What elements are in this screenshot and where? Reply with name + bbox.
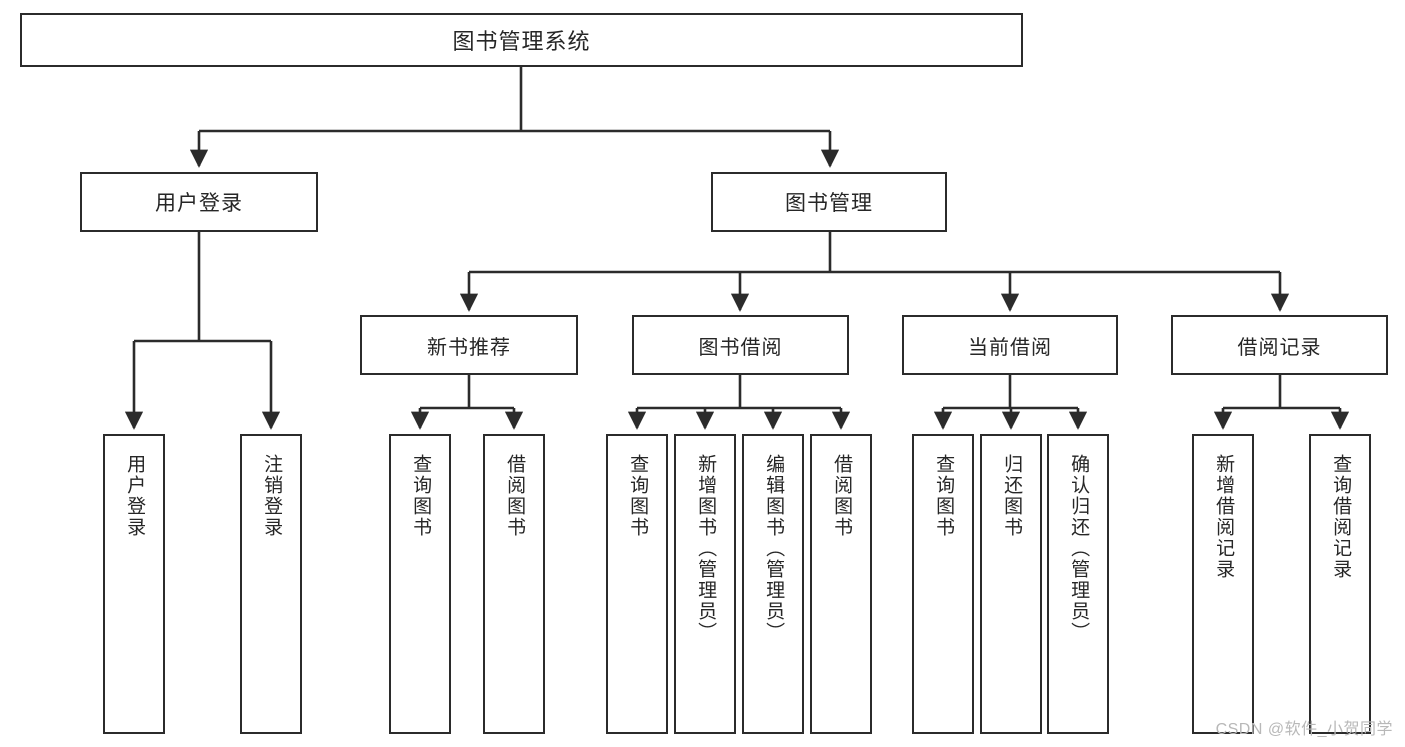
- node-leaf-user-logout[interactable]: 注销登录: [240, 434, 302, 734]
- node-book-borrow-label: 图书借阅: [698, 336, 783, 359]
- node-leaf-rec-borrow-book-label: 借阅图书: [504, 454, 526, 538]
- node-leaf-borrow-edit-book[interactable]: 编辑图书（管理员）: [742, 434, 804, 734]
- node-leaf-borrow-add-book[interactable]: 新增图书（管理员）: [674, 434, 736, 734]
- node-leaf-rec-borrow-book[interactable]: 借阅图书: [483, 434, 545, 734]
- node-leaf-user-logout-label: 注销登录: [261, 454, 283, 538]
- node-leaf-current-return-book[interactable]: 归还图书: [980, 434, 1042, 734]
- node-leaf-borrow-add-book-label: 新增图书（管理员）: [695, 454, 717, 643]
- node-leaf-user-login[interactable]: 用户登录: [103, 434, 165, 734]
- node-current-borrow-label: 当前借阅: [968, 336, 1052, 359]
- node-leaf-rec-query-book-label: 查询图书: [410, 454, 432, 538]
- node-user-login-label: 用户登录: [155, 192, 243, 215]
- node-borrow-record[interactable]: 借阅记录: [1171, 315, 1388, 375]
- node-leaf-current-confirm-return[interactable]: 确认归还（管理员）: [1047, 434, 1109, 734]
- node-leaf-borrow-query-book[interactable]: 查询图书: [606, 434, 668, 734]
- node-book-manage[interactable]: 图书管理: [711, 172, 947, 232]
- node-leaf-user-login-label: 用户登录: [124, 454, 146, 538]
- node-leaf-current-confirm-return-label: 确认归还（管理员）: [1068, 454, 1090, 643]
- node-leaf-record-add[interactable]: 新增借阅记录: [1192, 434, 1254, 734]
- node-leaf-record-add-label: 新增借阅记录: [1213, 454, 1235, 580]
- node-new-book-recommend-label: 新书推荐: [427, 336, 511, 359]
- node-leaf-record-query-label: 查询借阅记录: [1330, 454, 1352, 580]
- node-leaf-borrow-query-book-label: 查询图书: [627, 454, 649, 538]
- node-borrow-record-label: 借阅记录: [1237, 336, 1322, 359]
- node-leaf-borrow-do-book-label: 借阅图书: [831, 454, 853, 538]
- csdn-watermark: CSDN @软件_小贺同学: [1215, 721, 1393, 738]
- node-leaf-record-query[interactable]: 查询借阅记录: [1309, 434, 1371, 734]
- node-book-borrow[interactable]: 图书借阅: [632, 315, 849, 375]
- node-root-label: 图书管理系统: [452, 29, 591, 54]
- node-user-login[interactable]: 用户登录: [80, 172, 318, 232]
- node-book-manage-label: 图书管理: [785, 192, 873, 215]
- node-leaf-rec-query-book[interactable]: 查询图书: [389, 434, 451, 734]
- node-leaf-current-query-book-label: 查询图书: [933, 454, 955, 538]
- node-new-book-recommend[interactable]: 新书推荐: [360, 315, 578, 375]
- node-leaf-borrow-edit-book-label: 编辑图书（管理员）: [763, 454, 785, 643]
- node-root[interactable]: 图书管理系统: [20, 13, 1023, 67]
- node-leaf-borrow-do-book[interactable]: 借阅图书: [810, 434, 872, 734]
- node-current-borrow[interactable]: 当前借阅: [902, 315, 1118, 375]
- node-leaf-current-query-book[interactable]: 查询图书: [912, 434, 974, 734]
- node-leaf-current-return-book-label: 归还图书: [1001, 454, 1023, 538]
